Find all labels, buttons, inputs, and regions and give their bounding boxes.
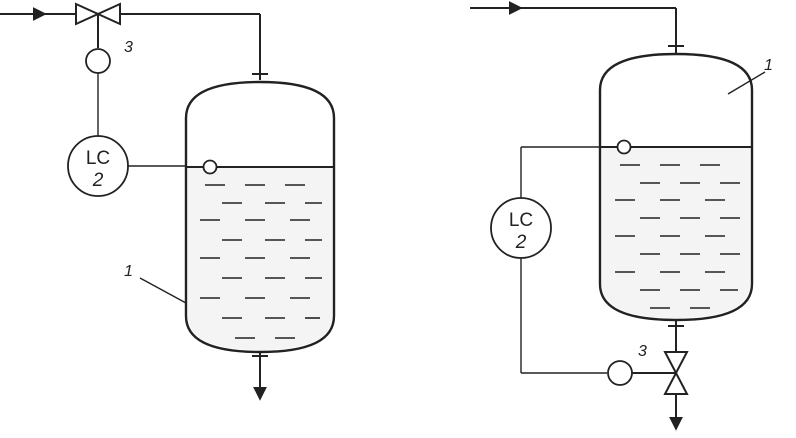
right-valve-actuator <box>607 360 633 386</box>
right-vessel-label: 1 <box>764 57 773 74</box>
left-scheme: 3 LC 2 1 <box>0 2 336 401</box>
left-level-sensor <box>202 159 218 175</box>
right-scheme: 1 LC 2 3 <box>470 1 773 431</box>
right-controller-label-bottom: 2 <box>515 232 527 253</box>
right-vessel-leader <box>727 71 766 95</box>
left-valve-actuator <box>85 48 111 74</box>
left-vessel-label: 1 <box>124 263 133 280</box>
left-controller-label-bottom: 2 <box>92 170 104 191</box>
left-vessel-leader <box>139 277 187 304</box>
right-valve-label: 3 <box>638 343 647 360</box>
right-level-sensor <box>616 139 632 155</box>
left-controller-label-top: LC <box>86 148 110 169</box>
left-liquid-dashes <box>200 184 322 339</box>
right-controller-label-top: LC <box>509 210 533 231</box>
right-vessel <box>598 52 754 322</box>
left-vessel <box>184 80 336 354</box>
left-valve-label: 3 <box>124 39 133 56</box>
left-control-valve <box>75 2 121 48</box>
right-liquid-dashes <box>615 164 740 309</box>
